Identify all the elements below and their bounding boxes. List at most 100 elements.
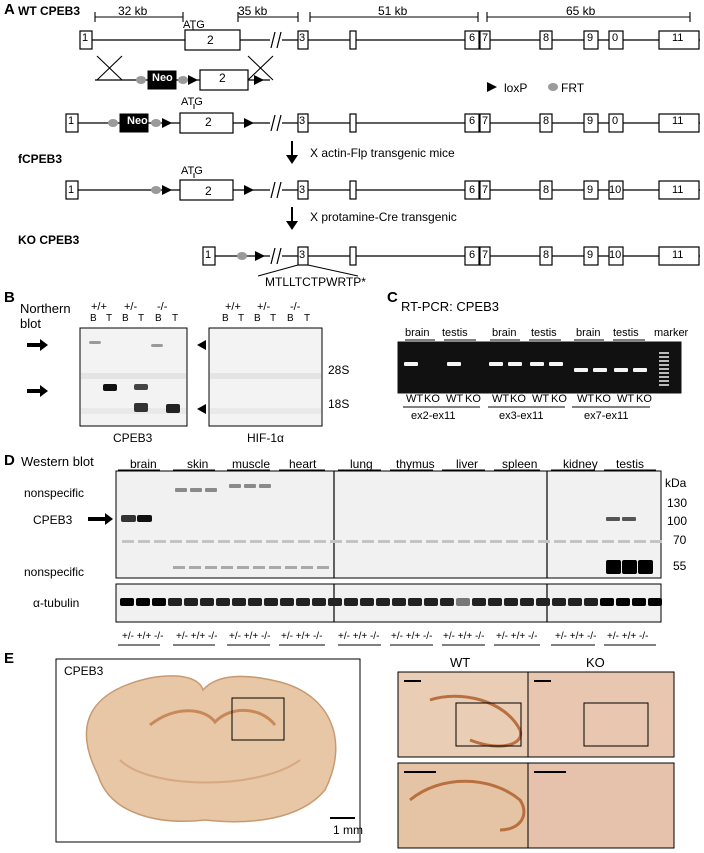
row-targeted-exon-5 [479, 113, 491, 133]
loxp-legend-label: loxP [504, 81, 528, 95]
d-tissue-kidney: kidney [563, 457, 598, 471]
c-brain-1: brain [405, 327, 430, 339]
wt-exon-8: 8 [543, 32, 550, 44]
targeted-frt-1 [108, 119, 118, 127]
c-wt-1: WT [406, 393, 424, 405]
ko-exon-3: 3 [299, 249, 306, 261]
c-ladder-4 [659, 368, 669, 370]
targeted-exon-3: 3 [299, 115, 306, 127]
c-band-7 [593, 368, 607, 372]
d-tubulin-band-232 [232, 598, 246, 606]
nonspecific-bottom: nonspecific [24, 565, 85, 579]
d-testis-100-1 [622, 517, 636, 521]
e-ko-low-frame [527, 671, 675, 758]
c-ko-3: KO [510, 393, 526, 405]
northern-hif1a-28s-smear [210, 373, 321, 379]
d-tubulin-band-552 [552, 598, 566, 606]
row-ko-exon-2 [349, 246, 357, 266]
d-nonspecific-hi-3 [229, 484, 241, 488]
geno-skin: +/- +/+ -/- [176, 631, 218, 642]
ko-exon-6: 6 [469, 249, 476, 261]
d-cpeb3-band-2 [137, 515, 152, 522]
row-ko-exon-3 [464, 246, 480, 266]
b-right-geno-ko: -/- [290, 301, 301, 313]
row-ko-exon-6 [583, 246, 599, 266]
ko-exon-1: 1 [205, 249, 212, 261]
c-wt-2: WT [446, 393, 464, 405]
row-targeted-exon-8 [608, 113, 624, 133]
d-low-band-269 [269, 566, 281, 569]
d-tubulin-band-600 [600, 598, 614, 606]
d-bg-band-490 [490, 540, 502, 543]
d-testis-55-2 [638, 560, 653, 574]
wt-cpeb3-label: WT CPEB3 [18, 4, 81, 18]
b-r-lane-6: T [304, 313, 311, 324]
ko-exon-11: 11 [672, 249, 684, 261]
northern-cpeb3-18s-smear [81, 408, 186, 414]
b-r-lane-1: B [222, 313, 229, 324]
targeted-loxp-2 [244, 118, 254, 128]
row-wt-exon-9 [658, 30, 700, 50]
row-ko-exon-0 [202, 246, 216, 266]
row-floxed-break-b [276, 181, 282, 199]
arrow-cpeb3-lower [27, 385, 48, 397]
d-tubulin-band-424 [424, 598, 438, 606]
row-floxed-exon-4 [464, 180, 480, 200]
targeting-exon-2: 2 [219, 71, 226, 85]
cross-left-b [96, 55, 123, 81]
d-bg-band-538 [538, 540, 550, 543]
d-bg-band-618 [618, 540, 630, 543]
c-wt-3: WT [492, 393, 510, 405]
geno-liver: +/- +/+ -/- [443, 631, 485, 642]
c-ladder-6 [659, 376, 669, 378]
targeted-exon-1: 1 [68, 115, 75, 127]
d-tissue-testis: testis [616, 457, 645, 471]
neo-label-targeted: Neo [127, 115, 148, 127]
mw-55: 55 [673, 559, 687, 573]
d-tubulin-band-312 [312, 598, 326, 606]
rtpcr-gel [397, 341, 682, 394]
northern-cpeb3-band-3 [134, 384, 148, 390]
c-band-2 [489, 362, 503, 366]
d-bg-band-394 [394, 540, 406, 543]
d-tissue-skin: skin [187, 457, 209, 471]
row-ko-exon-5 [539, 246, 553, 266]
row-targeted-exon-2 [297, 113, 309, 133]
row-floxed-break-gap [270, 181, 282, 199]
floxed-exon-8: 8 [543, 184, 550, 196]
cross-right-b [247, 55, 274, 81]
d-tissue-brain: brain [130, 457, 157, 471]
c-ladder-0 [659, 352, 669, 354]
d-bg-band-282 [282, 540, 294, 543]
d-tubulin-band-136 [136, 598, 150, 606]
d-bg-band-586 [586, 540, 598, 543]
row-wt-exon-4 [464, 30, 480, 50]
c-ko-1: KO [424, 393, 440, 405]
d-low-band-237 [237, 566, 249, 569]
d-testis-100-0 [606, 517, 620, 521]
d-bg-band-570 [570, 540, 582, 543]
d-bg-band-346 [346, 540, 358, 543]
floxed-exon-3: 3 [299, 184, 306, 196]
d-tubulin-band-168 [168, 598, 182, 606]
atg-label-targeted: ATG [181, 96, 203, 108]
d-bg-band-154 [154, 540, 166, 543]
wt-exon-6: 6 [469, 32, 476, 44]
row-wt-exon-2 [297, 30, 309, 50]
d-nonspecific-hi-2 [205, 488, 217, 492]
d-tissue-lung: lung [350, 457, 373, 471]
arrowhead-upper [197, 340, 206, 350]
row-ko-break-gap [270, 247, 282, 265]
rtpcr-title: RT-PCR: CPEB3 [401, 299, 500, 314]
b-lane-1: B [90, 313, 97, 324]
e-scale-label: 1 mm [333, 823, 363, 837]
d-bg-band-554 [554, 540, 566, 543]
peptide-callout-l [257, 264, 299, 277]
row-ko-exon-4 [479, 246, 491, 266]
d-tubulin-band-648 [648, 598, 662, 606]
d-tubulin-band-440 [440, 598, 454, 606]
d-testis-55-1 [622, 560, 637, 574]
e-stain-label: CPEB3 [64, 664, 104, 678]
d-bg-band-378 [378, 540, 390, 543]
